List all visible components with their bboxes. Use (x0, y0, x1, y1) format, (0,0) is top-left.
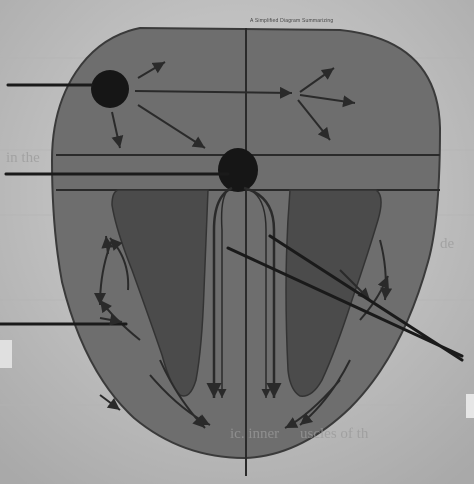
label-box-placeholder (0, 340, 12, 368)
bg-text-line-1: in the (6, 150, 40, 166)
bg-text-line-3: ic. inner (230, 426, 280, 442)
radiating-arrows (111, 61, 356, 149)
central-loop-arrows (206, 186, 282, 398)
leader-line-4a (226, 246, 464, 358)
central-dot (218, 148, 258, 192)
left-side-small-arrows (99, 235, 123, 326)
leader-lines (0, 83, 464, 362)
header-caption: A Simplified Diagram Summarizing (250, 18, 334, 24)
bg-text-line-2: de (440, 236, 455, 252)
label-box-placeholder-right (466, 394, 474, 418)
bg-text-line-4: uscles of th (300, 426, 369, 442)
upper-left-dot (91, 70, 129, 108)
right-inner-lobe (285, 189, 382, 397)
leader-line-4b (268, 234, 464, 362)
